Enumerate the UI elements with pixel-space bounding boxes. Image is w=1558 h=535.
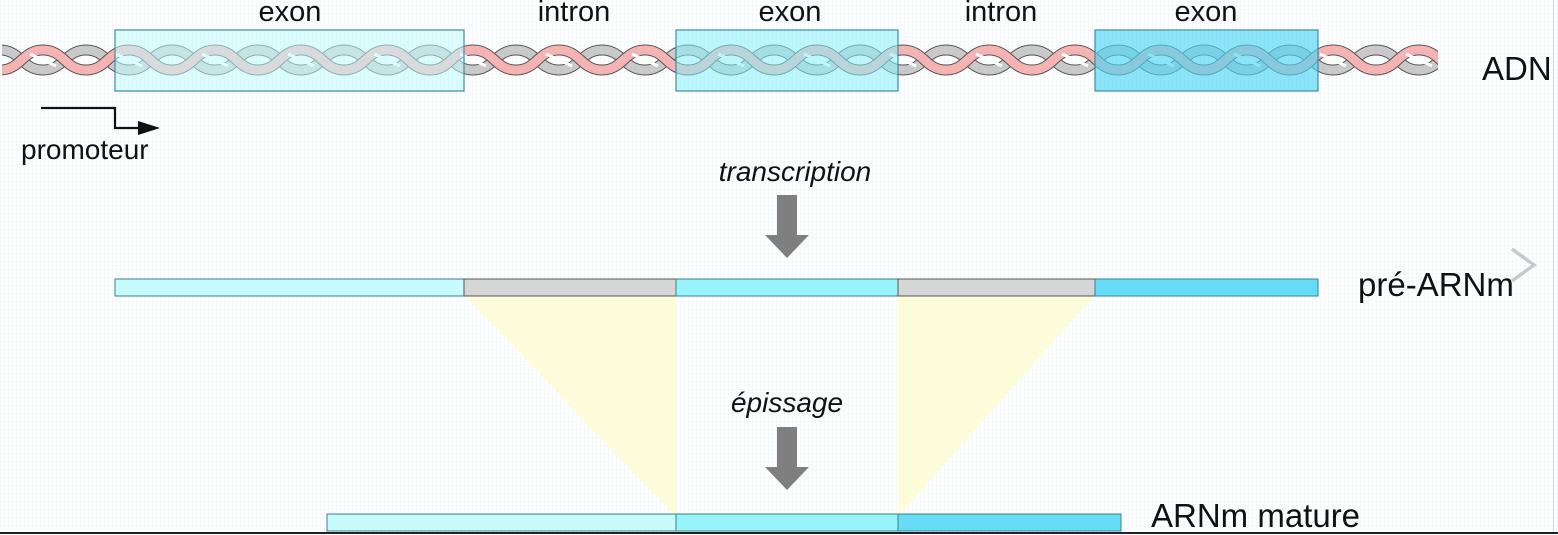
transcription-label: transcription bbox=[718, 156, 872, 187]
mature-mrna-exon-1 bbox=[326, 513, 677, 532]
epissage-label: épissage bbox=[730, 387, 844, 418]
dna-exon-2 bbox=[675, 29, 899, 92]
pre-mrna-exon-1 bbox=[114, 278, 465, 297]
frame-edge bbox=[1553, 0, 1554, 534]
intron-label-2: intron bbox=[964, 0, 1038, 28]
exon-label-1: exon bbox=[258, 0, 322, 28]
splice-region-2 bbox=[898, 295, 1095, 517]
dna-exon-1 bbox=[114, 29, 465, 92]
bent-arrow-icon bbox=[41, 106, 160, 135]
down-arrow-icon bbox=[765, 195, 809, 258]
exon-label-2: exon bbox=[758, 0, 822, 28]
promoteur-label: promoteur bbox=[21, 134, 149, 165]
intron-label-1: intron bbox=[537, 0, 611, 28]
arnm-mature-label: ARNm mature bbox=[1151, 497, 1361, 534]
adn-label: ADN bbox=[1482, 50, 1552, 87]
pre-arnm-label: pré-ARNm bbox=[1358, 266, 1514, 303]
frame-bottom-edge bbox=[0, 532, 1558, 534]
pre-mrna-exon-3 bbox=[1094, 278, 1319, 297]
pre-mrna-intron-1 bbox=[463, 278, 677, 297]
exon-label-3: exon bbox=[1174, 0, 1238, 28]
pre-mrna-exon-2 bbox=[675, 278, 899, 297]
down-arrow-icon bbox=[765, 427, 809, 490]
chevron-right-icon[interactable] bbox=[1506, 246, 1540, 284]
mature-mrna-exon-2 bbox=[675, 513, 899, 532]
mature-mrna-exon-3 bbox=[897, 513, 1122, 532]
splice-region-1 bbox=[464, 295, 676, 517]
dna-exon-3 bbox=[1094, 29, 1319, 92]
pre-mrna-intron-2 bbox=[897, 278, 1096, 297]
